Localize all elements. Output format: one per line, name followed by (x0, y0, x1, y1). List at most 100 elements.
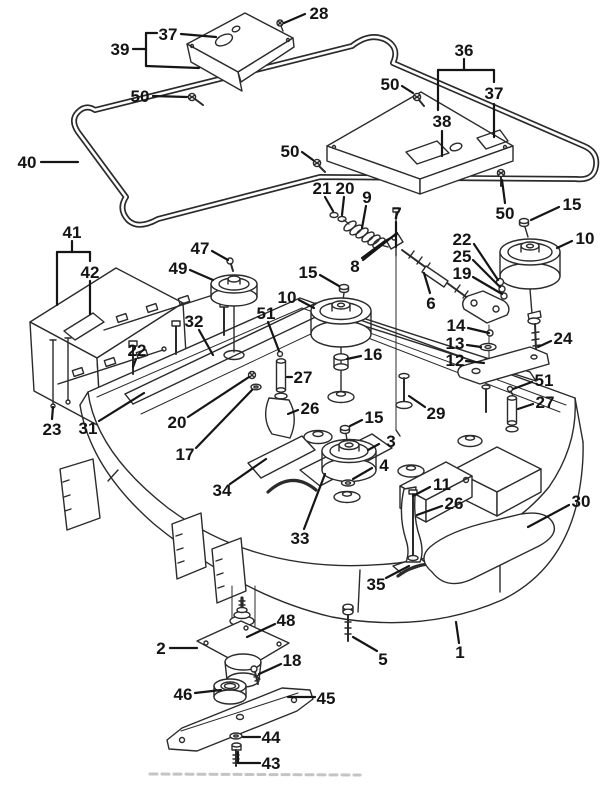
leader-line (318, 273, 341, 288)
callout-3: 3 (366, 432, 396, 452)
bracket-26-center (264, 397, 295, 439)
part-number-label: 49 (169, 259, 188, 278)
leader-line (360, 239, 387, 260)
part-number-label: 14 (447, 316, 466, 335)
callout-49: 49 (169, 259, 215, 282)
part-number-label: 29 (427, 404, 446, 423)
callout-50-mid: 50 (281, 142, 315, 161)
hanger-bracket-11 (400, 486, 423, 563)
leader-line (366, 442, 381, 452)
part-number-label: 1 (455, 643, 464, 662)
blade-45 (166, 687, 314, 752)
leader-line (411, 485, 432, 498)
bolt-50-right (496, 168, 506, 187)
leader-line (529, 205, 561, 222)
grease-fitting-51 (506, 385, 514, 393)
callout-15-lower: 15 (348, 408, 384, 428)
part-number-label: 15 (365, 408, 384, 427)
washer-13 (479, 342, 497, 352)
part-number-label: 22 (128, 341, 147, 360)
callout-42: 42 (81, 263, 99, 316)
leader-line (345, 354, 363, 361)
callout-11: 11 (411, 475, 451, 498)
part-number-label: 41 (63, 223, 82, 242)
callout-10-center: 10 (278, 288, 316, 310)
leader-line (97, 391, 146, 423)
idler-arm (457, 277, 550, 433)
leader-line (266, 320, 281, 353)
callout-14: 14 (447, 316, 491, 335)
leader-line (151, 94, 189, 99)
spindle-assembly (196, 585, 290, 688)
leader-line (422, 271, 432, 295)
center-hanger (247, 350, 295, 439)
leader-line (361, 231, 399, 262)
leader-line (348, 418, 364, 428)
callout-26-right: 26 (415, 494, 463, 517)
leader-line (188, 268, 215, 282)
callout-24: 24 (536, 329, 573, 348)
callout-16: 16 (345, 345, 383, 364)
part-number-label: 16 (364, 345, 383, 364)
part-number-label: 51 (257, 304, 276, 323)
floor-plate-34 (247, 435, 316, 479)
leader-line (466, 326, 491, 335)
decal-slot-42 (63, 312, 105, 341)
part-number-label: 20 (336, 179, 355, 198)
part-number-label: 51 (535, 371, 554, 390)
leader-line (511, 380, 534, 391)
grease-fitting-51-center (276, 350, 284, 358)
belt-cover-left (186, 12, 295, 92)
part-number-label: 10 (576, 229, 595, 248)
leader-line (384, 564, 411, 580)
leader-line (302, 472, 327, 531)
part-number-label: 24 (554, 329, 573, 348)
callout-9: 9 (360, 188, 372, 230)
leader-line (400, 84, 415, 95)
bolt-50-top (412, 92, 425, 107)
skirt-flaps (59, 458, 247, 604)
callout-22-right: 22 (453, 230, 500, 282)
discharge-chute (423, 512, 556, 585)
callout-40: 40 (18, 153, 80, 172)
callout-38: 38 (433, 112, 451, 158)
leader-line (454, 620, 461, 645)
callout-45: 45 (286, 689, 335, 708)
leader-line (471, 258, 502, 289)
part-number-label: 6 (426, 294, 435, 313)
print-artifact (148, 772, 362, 777)
leader-line (197, 328, 215, 357)
callout-43: 43 (236, 750, 280, 773)
leader-line (131, 357, 138, 369)
leader-line (245, 622, 277, 639)
pulley-10-center (310, 283, 372, 404)
belt-cover-right (326, 91, 514, 195)
callout-50-top: 50 (381, 75, 415, 95)
bolt-50-mid (312, 158, 326, 173)
callout-25: 25 (453, 247, 502, 289)
callout-18: 18 (257, 651, 301, 676)
callout-51-right: 51 (511, 371, 554, 391)
bolt-50-left (187, 92, 204, 106)
callout-13: 13 (446, 334, 483, 353)
part-number-label: 37 (159, 25, 178, 44)
callout-17: 17 (176, 388, 254, 464)
part-number-label: 44 (262, 728, 281, 747)
leader-line (407, 394, 427, 409)
leader-line (465, 343, 483, 349)
leader-line (186, 375, 251, 419)
part-number-label: 34 (213, 481, 232, 500)
part-number-label: 25 (453, 247, 472, 266)
callout-15-center: 15 (299, 263, 341, 288)
callout-27-center: 27 (285, 368, 312, 387)
callout-1: 1 (454, 620, 465, 662)
callout-28: 28 (282, 4, 328, 25)
part-number-label: 7 (392, 204, 401, 223)
part-number-label: 5 (378, 650, 387, 669)
part-number-label: 21 (313, 179, 332, 198)
bolt-5 (342, 603, 354, 642)
callout-50-left: 50 (131, 87, 189, 106)
part-number-label: 15 (299, 263, 318, 282)
leader-line (50, 405, 55, 421)
